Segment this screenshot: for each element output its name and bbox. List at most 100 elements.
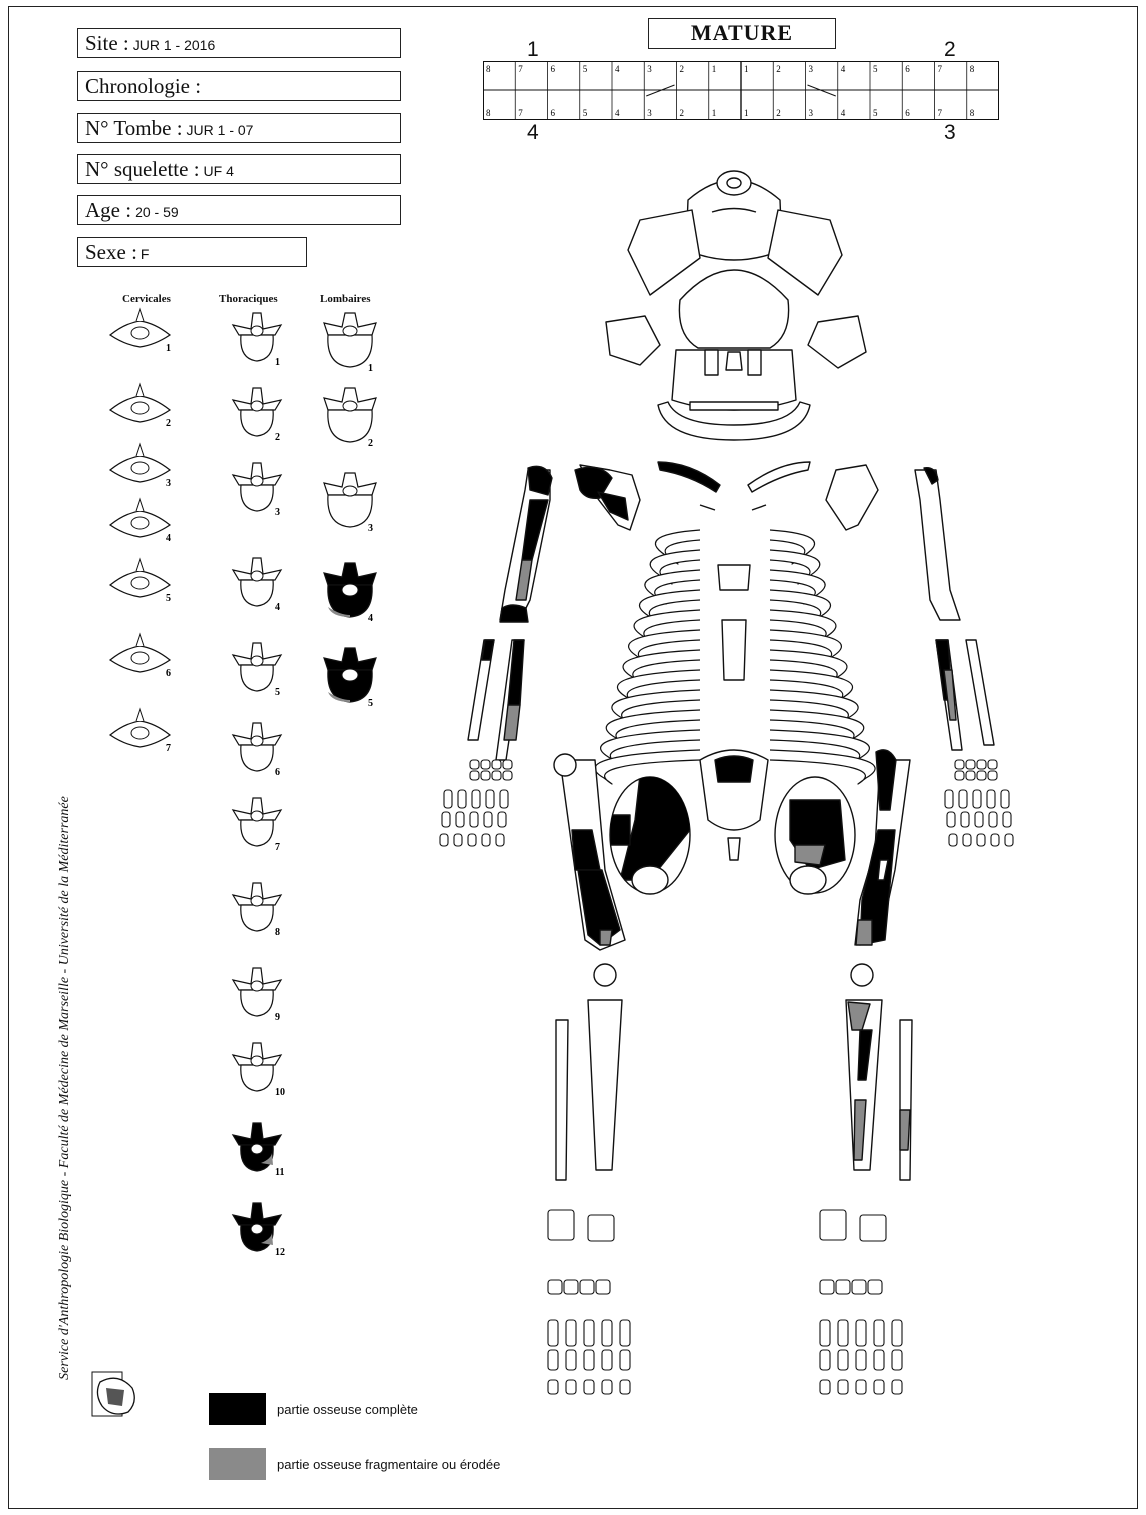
leg-right — [846, 1000, 912, 1180]
vertebra-number: 4 — [275, 602, 280, 613]
foot-left-phalanx — [584, 1350, 594, 1370]
tooth-number-bottom: 6 — [551, 108, 556, 118]
foot-left-phalanx — [566, 1350, 576, 1370]
hand-right-phalanx — [989, 812, 997, 827]
hands-feet — [440, 760, 1013, 1394]
vertebra-number: 12 — [275, 1247, 285, 1258]
vertebra-thoracic-9: 9 — [233, 968, 281, 1023]
leg-left — [556, 1000, 622, 1180]
foot-right-phalanx — [892, 1380, 902, 1394]
hand-right-phalanx — [949, 834, 957, 846]
tooth-number-top: 6 — [551, 64, 556, 74]
vertebra-number: 4 — [368, 613, 373, 624]
vertebra-lumbar-3: 3 — [324, 473, 376, 534]
foot-right-phalanx — [838, 1350, 848, 1370]
hand-right-carpal — [966, 771, 975, 780]
vertebra-number: 1 — [275, 357, 280, 368]
foot-right-phalanx — [838, 1380, 848, 1394]
hand-left-phalanx — [498, 812, 506, 827]
tooth-number-top: 6 — [905, 64, 910, 74]
foot-left-phalanx — [602, 1320, 612, 1346]
foot-left-phalanx — [602, 1380, 612, 1394]
tooth-number-top: 1 — [712, 64, 717, 74]
vertebra-thoracic-11: 11 — [233, 1123, 284, 1178]
hand-right-phalanx — [945, 790, 953, 808]
foot-left-tarsal — [580, 1280, 594, 1294]
pelvis-left — [610, 775, 690, 894]
hand-left-carpal — [503, 771, 512, 780]
legend-label-complete: partie osseuse complète — [277, 1402, 418, 1417]
hand-right-phalanx — [963, 834, 971, 846]
hand-right-phalanx — [1001, 790, 1009, 808]
vertebra-thoracic-7: 7 — [233, 798, 281, 853]
vertebra-number: 2 — [166, 418, 171, 429]
tooth-number-bottom: 1 — [712, 108, 717, 118]
foot-left-phalanx — [602, 1350, 612, 1370]
vertebra-thoracic-8: 8 — [233, 883, 281, 938]
tooth-number-bottom: 2 — [680, 108, 685, 118]
vertebra-number: 10 — [275, 1087, 285, 1098]
tooth-number-bottom: 3 — [809, 108, 814, 118]
hand-left-carpal — [492, 771, 501, 780]
hand-right-phalanx — [1003, 812, 1011, 827]
foot-right-phalanx — [820, 1380, 830, 1394]
hand-left-phalanx — [468, 834, 476, 846]
foot-left-phalanx — [584, 1380, 594, 1394]
shoulder-girdle — [575, 462, 878, 530]
vertebra-cervical-4: 4 — [110, 499, 171, 544]
tooth-number-bottom: 5 — [583, 108, 588, 118]
quadrant-label-1: 1 — [527, 38, 539, 62]
vertebra-number: 5 — [368, 698, 373, 709]
foot-left-talus — [588, 1215, 614, 1241]
vertebra-number: 4 — [166, 533, 171, 544]
vertebra-cervical-2: 2 — [110, 384, 171, 429]
tooth-number-bottom: 1 — [744, 108, 749, 118]
hand-left-carpal — [503, 760, 512, 769]
foot-left-phalanx — [566, 1320, 576, 1346]
vertebra-number: 11 — [275, 1167, 284, 1178]
hand-left-phalanx — [444, 790, 452, 808]
forearm-right — [936, 640, 994, 750]
vertebra-cervical-3: 3 — [110, 444, 171, 489]
foot-left-phalanx — [620, 1350, 630, 1370]
vertebra-number: 5 — [166, 593, 171, 604]
tooth-number-top: 7 — [938, 64, 943, 74]
vertebra-lumbar-2: 2 — [324, 388, 376, 449]
tooth-number-bottom: 3 — [647, 108, 652, 118]
hand-right-carpal — [955, 760, 964, 769]
foot-right-phalanx — [838, 1320, 848, 1346]
hand-left-phalanx — [484, 812, 492, 827]
hand-right-phalanx — [1005, 834, 1013, 846]
hand-right-phalanx — [947, 812, 955, 827]
tooth-number-bottom: 8 — [486, 108, 491, 118]
hand-left-phalanx — [440, 834, 448, 846]
tooth-number-bottom: 8 — [970, 108, 975, 118]
vertebra-number: 6 — [166, 668, 171, 679]
hand-left-phalanx — [442, 812, 450, 827]
vertebra-thoracic-12: 12 — [233, 1203, 285, 1258]
foot-right-phalanx — [874, 1350, 884, 1370]
vertebra-cervical-6: 6 — [110, 634, 171, 679]
foot-right-phalanx — [856, 1320, 866, 1346]
vertebra-thoracic-3: 3 — [233, 463, 281, 518]
tooth-number-bottom: 4 — [615, 108, 620, 118]
vertebra-thoracic-6: 6 — [233, 723, 281, 778]
hand-right-phalanx — [977, 834, 985, 846]
foot-right-tarsal — [820, 1280, 834, 1294]
vertebra-number: 3 — [368, 523, 373, 534]
tooth-number-top: 3 — [809, 64, 814, 74]
femur-right — [855, 750, 910, 945]
foot-left-phalanx — [584, 1320, 594, 1346]
hand-right-phalanx — [991, 834, 999, 846]
vertebra-lumbar-4: 4 — [324, 563, 376, 624]
vertebra-number: 6 — [275, 767, 280, 778]
hand-right-phalanx — [973, 790, 981, 808]
vertebra-thoracic-2: 2 — [233, 388, 281, 443]
foot-left-phalanx — [566, 1380, 576, 1394]
vertebra-lumbar-5: 5 — [324, 648, 376, 709]
legend-swatch-complete — [209, 1393, 266, 1425]
patella-left — [594, 964, 616, 986]
hand-right-carpal — [988, 760, 997, 769]
quadrant-label-4: 4 — [527, 121, 539, 145]
